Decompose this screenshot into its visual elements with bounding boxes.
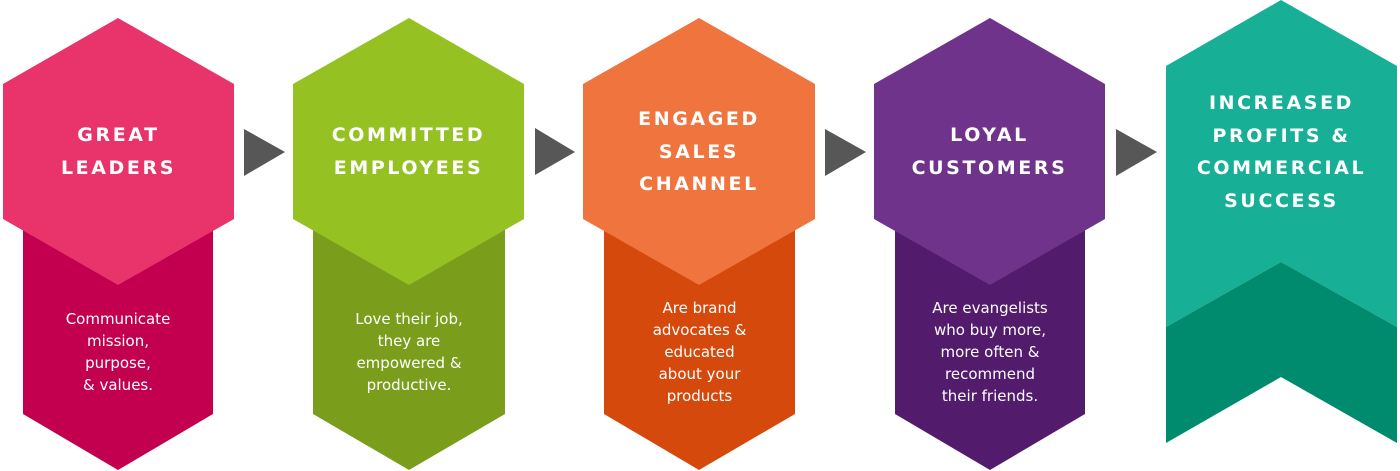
step-3-group xyxy=(583,18,815,470)
outcome-title: INCREASED PROFITS & COMMERCIAL SUCCESS xyxy=(1196,92,1367,212)
arrow-right-icon xyxy=(535,128,575,175)
outcome-banner-tail xyxy=(1166,262,1397,443)
step-1-title: GREAT LEADERS xyxy=(60,124,177,179)
step-4-hexagon xyxy=(874,18,1105,285)
step-4-group xyxy=(874,18,1105,470)
step-2-description: Love their job, they are empowered & pro… xyxy=(355,310,463,394)
arrow-right-icon xyxy=(1116,129,1157,176)
step-3-title: ENGAGED SALES CHANNEL xyxy=(638,108,760,195)
step-2-hexagon xyxy=(293,18,524,285)
step-1-hexagon xyxy=(3,18,234,285)
step-4-description: Are evangelists who buy more, more often… xyxy=(932,299,1048,405)
step-4-lower-chevron xyxy=(895,230,1085,470)
step-4-title: LOYAL CUSTOMERS xyxy=(911,124,1068,179)
arrow-right-icon xyxy=(825,129,866,176)
step-3-hexagon xyxy=(583,18,815,285)
step-3-lower-chevron xyxy=(604,230,795,470)
arrow-right-icon xyxy=(244,129,285,176)
step-1-description: Communicate mission, purpose, & values. xyxy=(65,310,171,394)
step-1-group xyxy=(3,18,234,470)
step-3-description: Are brand advocates & educated about you… xyxy=(652,299,747,405)
outcome-group xyxy=(1166,0,1397,443)
outcome-banner xyxy=(1166,0,1397,327)
step-2-lower-chevron xyxy=(313,230,505,470)
step-2-title: COMMITTED EMPLOYEES xyxy=(331,124,486,179)
step-1-lower-chevron xyxy=(23,230,213,470)
step-2-group xyxy=(293,18,524,470)
